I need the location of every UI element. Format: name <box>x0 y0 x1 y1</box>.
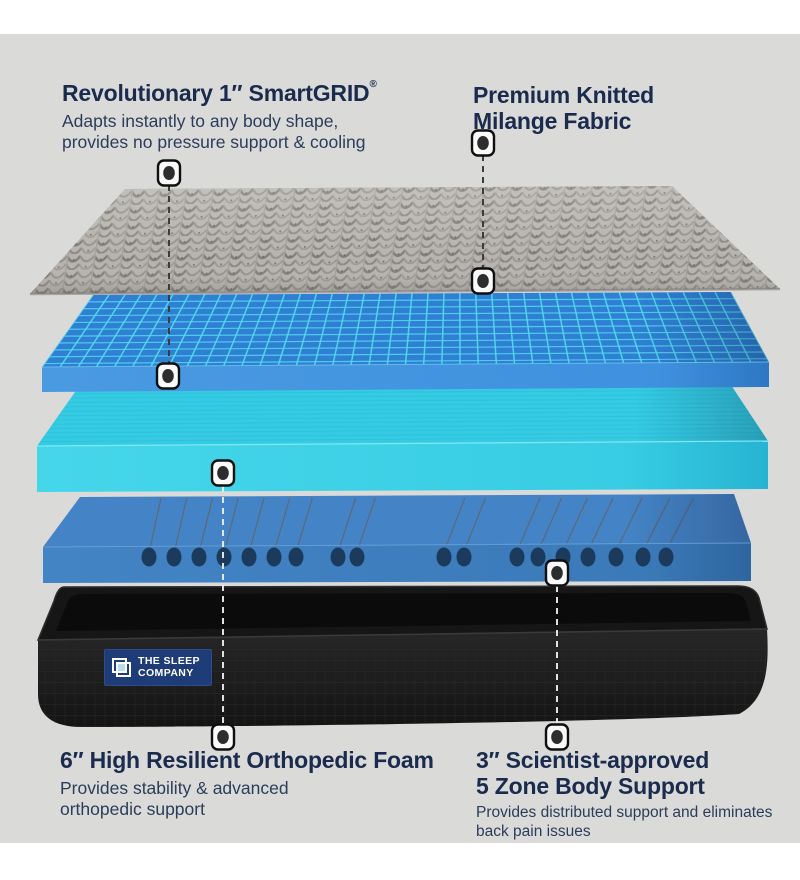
zone-hole <box>658 547 674 567</box>
smartgrid-layer <box>41 292 770 392</box>
callout-fabric: Premium Knitted Milange Fabric <box>473 82 654 134</box>
zone-hole <box>166 547 182 567</box>
callout-marker-dot <box>217 466 229 480</box>
zone-hole <box>635 547 651 567</box>
callout-marker-dot <box>551 566 563 580</box>
callout-marker-dot <box>162 369 174 383</box>
zones-description: Provides distributed support and elimina… <box>476 804 773 840</box>
sleep-company-logo-icon <box>112 657 132 678</box>
zone-hole <box>141 547 157 567</box>
base-layer <box>36 585 768 727</box>
callout-lines <box>168 155 558 724</box>
smartgrid-description: Adapts instantly to any body shape, prov… <box>62 111 366 152</box>
zone-hole <box>349 547 365 567</box>
zone-hole <box>191 547 207 567</box>
zone-hole <box>266 547 282 567</box>
foam-description: Provides stability & advanced orthopedic… <box>60 778 289 819</box>
callout-foam: 6″ High Resilient Orthopedic Foam Provid… <box>60 747 434 819</box>
zone-hole <box>509 547 525 567</box>
fabric-layer <box>29 186 781 296</box>
zone-hole <box>530 547 546 567</box>
zone-hole <box>436 547 452 567</box>
zone-hole <box>288 547 304 567</box>
zone-hole <box>580 547 596 567</box>
brand-name: THE SLEEP COMPANY <box>138 655 200 679</box>
zone-layer <box>42 494 752 583</box>
callout-marker-dot <box>477 274 489 288</box>
callout-marker-dot <box>217 730 229 744</box>
smartgrid-title: Revolutionary 1″ SmartGRID® <box>62 79 377 107</box>
callout-marker-dot <box>477 136 489 150</box>
callout-smartgrid: Revolutionary 1″ SmartGRID® Adapts insta… <box>62 80 377 152</box>
foam-title: 6″ High Resilient Orthopedic Foam <box>60 747 434 773</box>
zone-hole <box>608 547 624 567</box>
zone-hole <box>330 547 346 567</box>
callout-zones: 3″ Scientist-approved 5 Zone Body Suppor… <box>476 747 772 841</box>
callout-markers <box>155 129 570 751</box>
callout-marker-dot <box>163 166 175 180</box>
zone-hole <box>241 547 257 567</box>
gel-foam-layer <box>36 382 769 492</box>
brand-badge: THE SLEEP COMPANY <box>104 649 212 686</box>
registered-mark: ® <box>369 79 377 90</box>
zone-hole <box>456 547 472 567</box>
callout-marker-dot <box>551 730 563 744</box>
fabric-title: Premium Knitted Milange Fabric <box>473 82 655 134</box>
zones-title: 3″ Scientist-approved 5 Zone Body Suppor… <box>476 747 710 799</box>
